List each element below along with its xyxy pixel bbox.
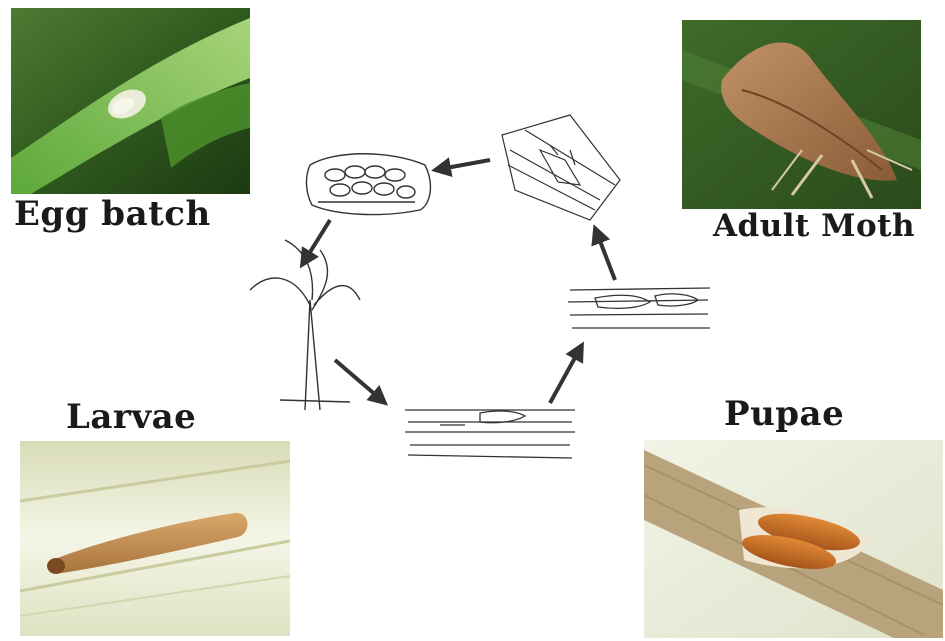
egg-batch-sketch bbox=[306, 154, 430, 215]
seedling-sketch bbox=[250, 240, 360, 410]
larvae-label: Larvae bbox=[66, 397, 196, 437]
pupa-stem-sketch bbox=[568, 288, 710, 328]
adult-moth-label: Adult Moth bbox=[713, 208, 915, 244]
larvae-photo bbox=[20, 441, 290, 636]
moth-sketch bbox=[502, 115, 620, 220]
arrow-moth-to-egg bbox=[435, 160, 490, 170]
pupae-label: Pupae bbox=[724, 394, 844, 434]
arrow-seedling-to-larva bbox=[335, 360, 385, 403]
egg-batch-label: Egg batch bbox=[14, 194, 211, 234]
larva-stem-sketch bbox=[405, 410, 575, 458]
life-cycle-sketch bbox=[240, 110, 720, 470]
arrow-larva-to-pupa bbox=[550, 345, 582, 403]
egg-batch-photo bbox=[11, 8, 250, 194]
arrow-pupa-to-moth bbox=[595, 228, 615, 280]
arrow-egg-to-seedling bbox=[302, 220, 330, 265]
